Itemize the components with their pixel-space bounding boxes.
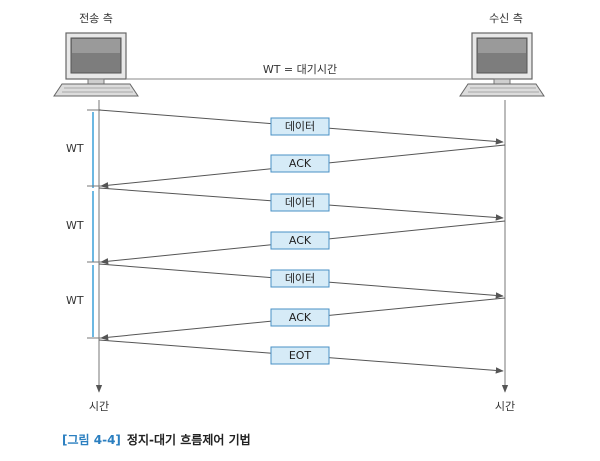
message-box-2	[270, 154, 330, 173]
receiver-label: 수신 측	[489, 12, 523, 25]
message-box-4	[270, 231, 330, 250]
message-label-5: 데이터	[285, 272, 315, 285]
message-box-5	[270, 269, 330, 288]
message-label-2: ACK	[289, 157, 312, 170]
message-label-3: 데이터	[285, 196, 315, 209]
message-box-1	[270, 117, 330, 136]
receiver-time-label: 시간	[495, 400, 515, 413]
message-label-1: 데이터	[285, 120, 315, 133]
wt-label-2: WT	[66, 219, 84, 232]
wt-label-1: WT	[66, 142, 84, 155]
figure-caption: [그림 4-4] 정지-대기 흐름제어 기법	[62, 431, 251, 448]
wt-label-3: WT	[66, 294, 84, 307]
message-label-4: ACK	[289, 234, 312, 247]
message-label-6: ACK	[289, 311, 312, 324]
message-label-7: EOT	[289, 349, 312, 362]
sender-computer-icon	[53, 32, 139, 97]
receiver-computer-icon	[459, 32, 545, 97]
sender-label: 전송 측	[79, 12, 113, 25]
message-box-7	[270, 346, 330, 365]
figure-title: 정지-대기 흐름제어 기법	[126, 433, 251, 447]
wt-definition-label: WT = 대기시간	[263, 63, 337, 76]
message-box-3	[270, 193, 330, 212]
message-box-6	[270, 308, 330, 327]
sender-time-label: 시간	[89, 400, 109, 413]
figure-number: [그림 4-4]	[62, 433, 121, 447]
